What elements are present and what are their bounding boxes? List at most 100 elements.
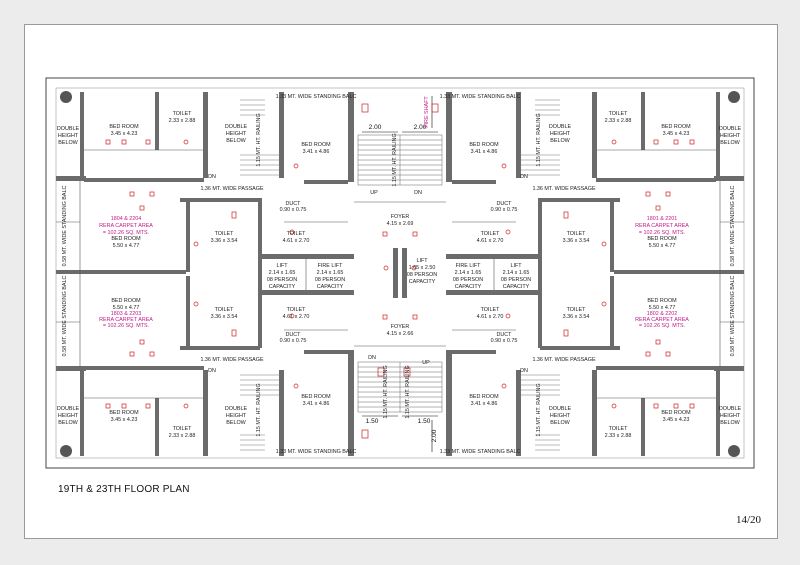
room-label: BELOW xyxy=(226,420,246,426)
room-label: TOILET xyxy=(481,307,500,313)
room-label: HEIGHT xyxy=(720,133,741,139)
room-label: TOILET xyxy=(287,231,306,237)
room-dimension: 5.50 x 4.77 xyxy=(649,243,676,249)
dimension-label: 2.00 xyxy=(414,124,427,131)
room-dimension: 2.33 x 2.88 xyxy=(605,433,632,439)
room-dimension: 3.41 x 4.86 xyxy=(303,401,330,407)
room-label: TOILET xyxy=(481,231,500,237)
passage-label: 1.36 MT. WIDE PASSAGE xyxy=(532,186,596,192)
door-label: DN xyxy=(520,174,528,180)
room-label: BELOW xyxy=(226,138,246,144)
room-dimension: 2.33 x 2.88 xyxy=(169,433,196,439)
room-dimension: 2.33 x 2.88 xyxy=(169,118,196,124)
lift-capacity: 08 PERSON xyxy=(501,277,531,283)
door-label: DN xyxy=(520,368,528,374)
lift-label: LIFT xyxy=(416,258,428,264)
lift-label: LIFT xyxy=(276,263,288,269)
lift-capacity: 08 PERSON xyxy=(267,277,297,283)
partitions xyxy=(56,149,744,399)
room-dimension: 4.15 x 2.69 xyxy=(387,221,414,227)
room-label: HEIGHT xyxy=(226,131,247,137)
room-dimension: 4.61 x 2.70 xyxy=(283,314,310,320)
room-label: TOILET xyxy=(567,307,586,313)
room-label: BED ROOM xyxy=(301,142,331,148)
fire-lift-label: FIRE LIFT xyxy=(456,263,482,269)
column-marker xyxy=(728,445,740,457)
room-dimension: 4.61 x 2.70 xyxy=(477,238,504,244)
room-dimension: 4.61 x 2.70 xyxy=(477,314,504,320)
rera-label: RERA CARPET AREA xyxy=(635,223,689,229)
rera-label: RERA CARPET AREA xyxy=(635,317,689,323)
passage-label: 1.36 MT. WIDE PASSAGE xyxy=(532,357,596,363)
column-marker xyxy=(60,91,72,103)
balcony-label: 0.58 MT. WIDE STANDING BALC xyxy=(62,276,68,357)
balcony-label: 0.58 MT. WIDE STANDING BALC xyxy=(62,186,68,267)
stair-direction: UP xyxy=(422,360,430,366)
room-label: HEIGHT xyxy=(550,413,571,419)
stair-direction: DN xyxy=(414,190,422,196)
room-dimension: 3.45 x 4.23 xyxy=(663,417,690,423)
room-dimension: 3.45 x 4.23 xyxy=(111,417,138,423)
unit-number: 1803 & 2203 xyxy=(111,311,142,317)
room-label: TOILET xyxy=(215,307,234,313)
duct-label: DUCT xyxy=(497,201,513,207)
rera-area: = 102.26 SQ. MTS. xyxy=(639,323,685,329)
passage-label: 1.36 MT. WIDE PASSAGE xyxy=(200,357,264,363)
passage-label: 1.36 MT. WIDE PASSAGE xyxy=(200,186,264,192)
lift-capacity: 08 PERSON xyxy=(407,272,437,278)
room-label: TOILET xyxy=(609,426,628,432)
lift-dimension: 2.14 x 1.65 xyxy=(317,270,344,276)
room-label: FOYER xyxy=(391,324,410,330)
room-label: DOUBLE xyxy=(57,406,80,412)
dimension-label: 1.50 xyxy=(418,418,431,425)
rera-area: = 102.26 SQ. MTS. xyxy=(103,230,149,236)
rera-label: RERA CARPET AREA xyxy=(99,317,153,323)
unit-number: 1801 & 2201 xyxy=(647,216,678,222)
lift-dimension: 2.14 x 1.65 xyxy=(269,270,296,276)
rera-area: = 102.26 SQ. MTS. xyxy=(103,323,149,329)
room-label: BED ROOM xyxy=(661,124,691,130)
lift-capacity: 08 PERSON xyxy=(315,277,345,283)
drawing-sheet xyxy=(24,24,778,539)
room-dimension: 3.45 x 4.23 xyxy=(111,131,138,137)
room-dimension: 3.41 x 4.86 xyxy=(471,401,498,407)
plan-title: 19TH & 23TH FLOOR PLAN xyxy=(58,484,190,495)
stair-direction: DN xyxy=(368,355,376,361)
walls xyxy=(56,92,744,456)
room-label: DOUBLE xyxy=(549,124,572,130)
unit-number: 1804 & 2204 xyxy=(111,216,142,222)
balcony-label: 0.58 MT. WIDE STANDING BALC xyxy=(730,186,736,267)
room-label: DOUBLE xyxy=(549,406,572,412)
dimension-label: 2.00 xyxy=(431,429,438,442)
electrical-fixtures xyxy=(105,103,695,439)
room-label: HEIGHT xyxy=(720,413,741,419)
lift-label: LIFT xyxy=(510,263,522,269)
room-label: HEIGHT xyxy=(58,133,79,139)
room-label: HEIGHT xyxy=(550,131,571,137)
lift-capacity: CAPACITY xyxy=(269,284,296,290)
room-label: HEIGHT xyxy=(58,413,79,419)
wing-stairs xyxy=(240,99,560,451)
door-label: DN xyxy=(208,174,216,180)
dimension-label: 2.00 xyxy=(369,124,382,131)
room-label: BELOW xyxy=(58,140,78,146)
room-label: BELOW xyxy=(720,140,740,146)
duct-dimension: 0.90 x 0.75 xyxy=(491,207,518,213)
room-dimension: 2.33 x 2.88 xyxy=(605,118,632,124)
room-label: BED ROOM xyxy=(111,298,141,304)
railing-label: 1.15 MT. HT. RAILING xyxy=(536,113,542,166)
room-dimension: 3.36 x 3.54 xyxy=(211,238,238,244)
room-label: TOILET xyxy=(173,111,192,117)
room-dimension: 5.50 x 4.77 xyxy=(113,243,140,249)
fire-shaft-label: FIRE SHAFT xyxy=(424,96,430,128)
room-label: TOILET xyxy=(215,231,234,237)
stair-direction: UP xyxy=(370,190,378,196)
room-label: BED ROOM xyxy=(469,142,499,148)
lift-dimension: 2.14 x 1.65 xyxy=(503,270,530,276)
room-dimension: 3.36 x 3.54 xyxy=(563,238,590,244)
staircase-top xyxy=(357,134,443,186)
unit-number: 1802 & 2202 xyxy=(647,311,678,317)
room-label: BED ROOM xyxy=(647,236,677,242)
rera-label: RERA CARPET AREA xyxy=(99,223,153,229)
room-dimension: 3.41 x 4.86 xyxy=(471,149,498,155)
